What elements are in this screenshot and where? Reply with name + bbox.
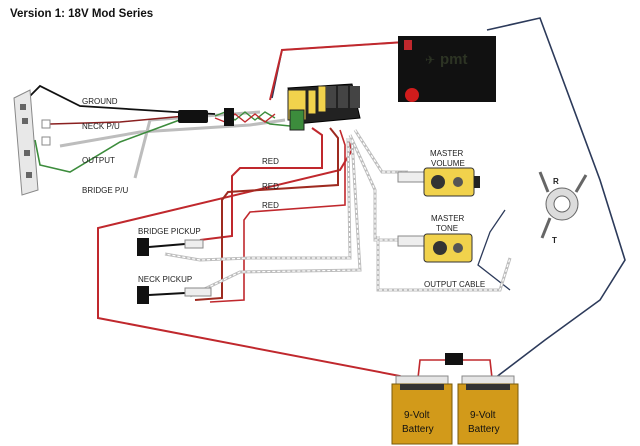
label-red-3: RED (262, 201, 279, 210)
stereo-jack: R T (538, 171, 588, 245)
ground-wire (27, 84, 216, 115)
label-tone-2: TONE (436, 224, 458, 233)
pmt-logo: pmt (440, 51, 468, 68)
battery-1: 9-Volt Battery (391, 375, 453, 445)
red-wire-2 (194, 127, 339, 301)
battery-2: 9-Volt Battery (457, 375, 519, 445)
label-neck-pickup: NECK PICKUP (138, 275, 192, 284)
neck-pu-wire (49, 115, 186, 125)
jack-lug-3 (24, 150, 30, 156)
label-bridge-pickup: BRIDGE PICKUP (138, 227, 201, 236)
diagram-title: Version 1: 18V Mod Series (10, 8, 153, 20)
plug-connector (178, 110, 208, 123)
pmt-battery-box: pmt ✈ (398, 36, 496, 102)
label-output-cable: OUTPUT CABLE (424, 280, 485, 289)
master-volume-pot: MASTER VOLUME (397, 149, 480, 197)
jack-lug-2 (22, 118, 28, 124)
wires (27, 17, 626, 383)
bridge-pickup: BRIDGE PICKUP (137, 227, 204, 256)
label-jack-r: R (553, 177, 559, 186)
navy-wire-jack (477, 209, 511, 291)
label-volume-1: MASTER (430, 149, 464, 158)
battery-link-connector (445, 353, 463, 365)
preamp-module (287, 83, 361, 131)
label-ground: GROUND (82, 97, 118, 106)
label-volume-2: VOLUME (431, 159, 465, 168)
battery-1-line1: 9-Volt (404, 410, 430, 421)
jack-lug-4 (26, 172, 32, 178)
jack-lug-1 (20, 104, 26, 110)
green-wire-1 (34, 117, 186, 173)
plug-sleeve (224, 108, 234, 126)
label-red-1: RED (262, 157, 279, 166)
box-red-dot (405, 88, 419, 102)
pmt-logo-icon: ✈ (425, 53, 435, 67)
output-jack (13, 89, 51, 196)
label-output: OUTPUT (82, 156, 115, 165)
label-red-2: RED (262, 182, 279, 191)
battery-2-line2: Battery (468, 424, 500, 435)
red-wire-1 (199, 127, 323, 241)
label-tone-1: MASTER (431, 214, 465, 223)
label-jack-t: T (552, 236, 557, 245)
label-neck-pu: NECK P/U (82, 122, 120, 131)
box-red-terminal (404, 40, 412, 50)
bridge-pickup-plug (137, 238, 149, 256)
battery-1-line2: Battery (402, 424, 434, 435)
red-wire-3 (209, 129, 346, 303)
neck-pickup-plug (137, 286, 149, 304)
master-tone-pot: MASTER TONE (397, 214, 473, 263)
battery-2-line1: 9-Volt (470, 410, 496, 421)
neck-pickup: NECK PICKUP (137, 275, 212, 304)
label-bridge-pu: BRIDGE P/U (82, 186, 128, 195)
